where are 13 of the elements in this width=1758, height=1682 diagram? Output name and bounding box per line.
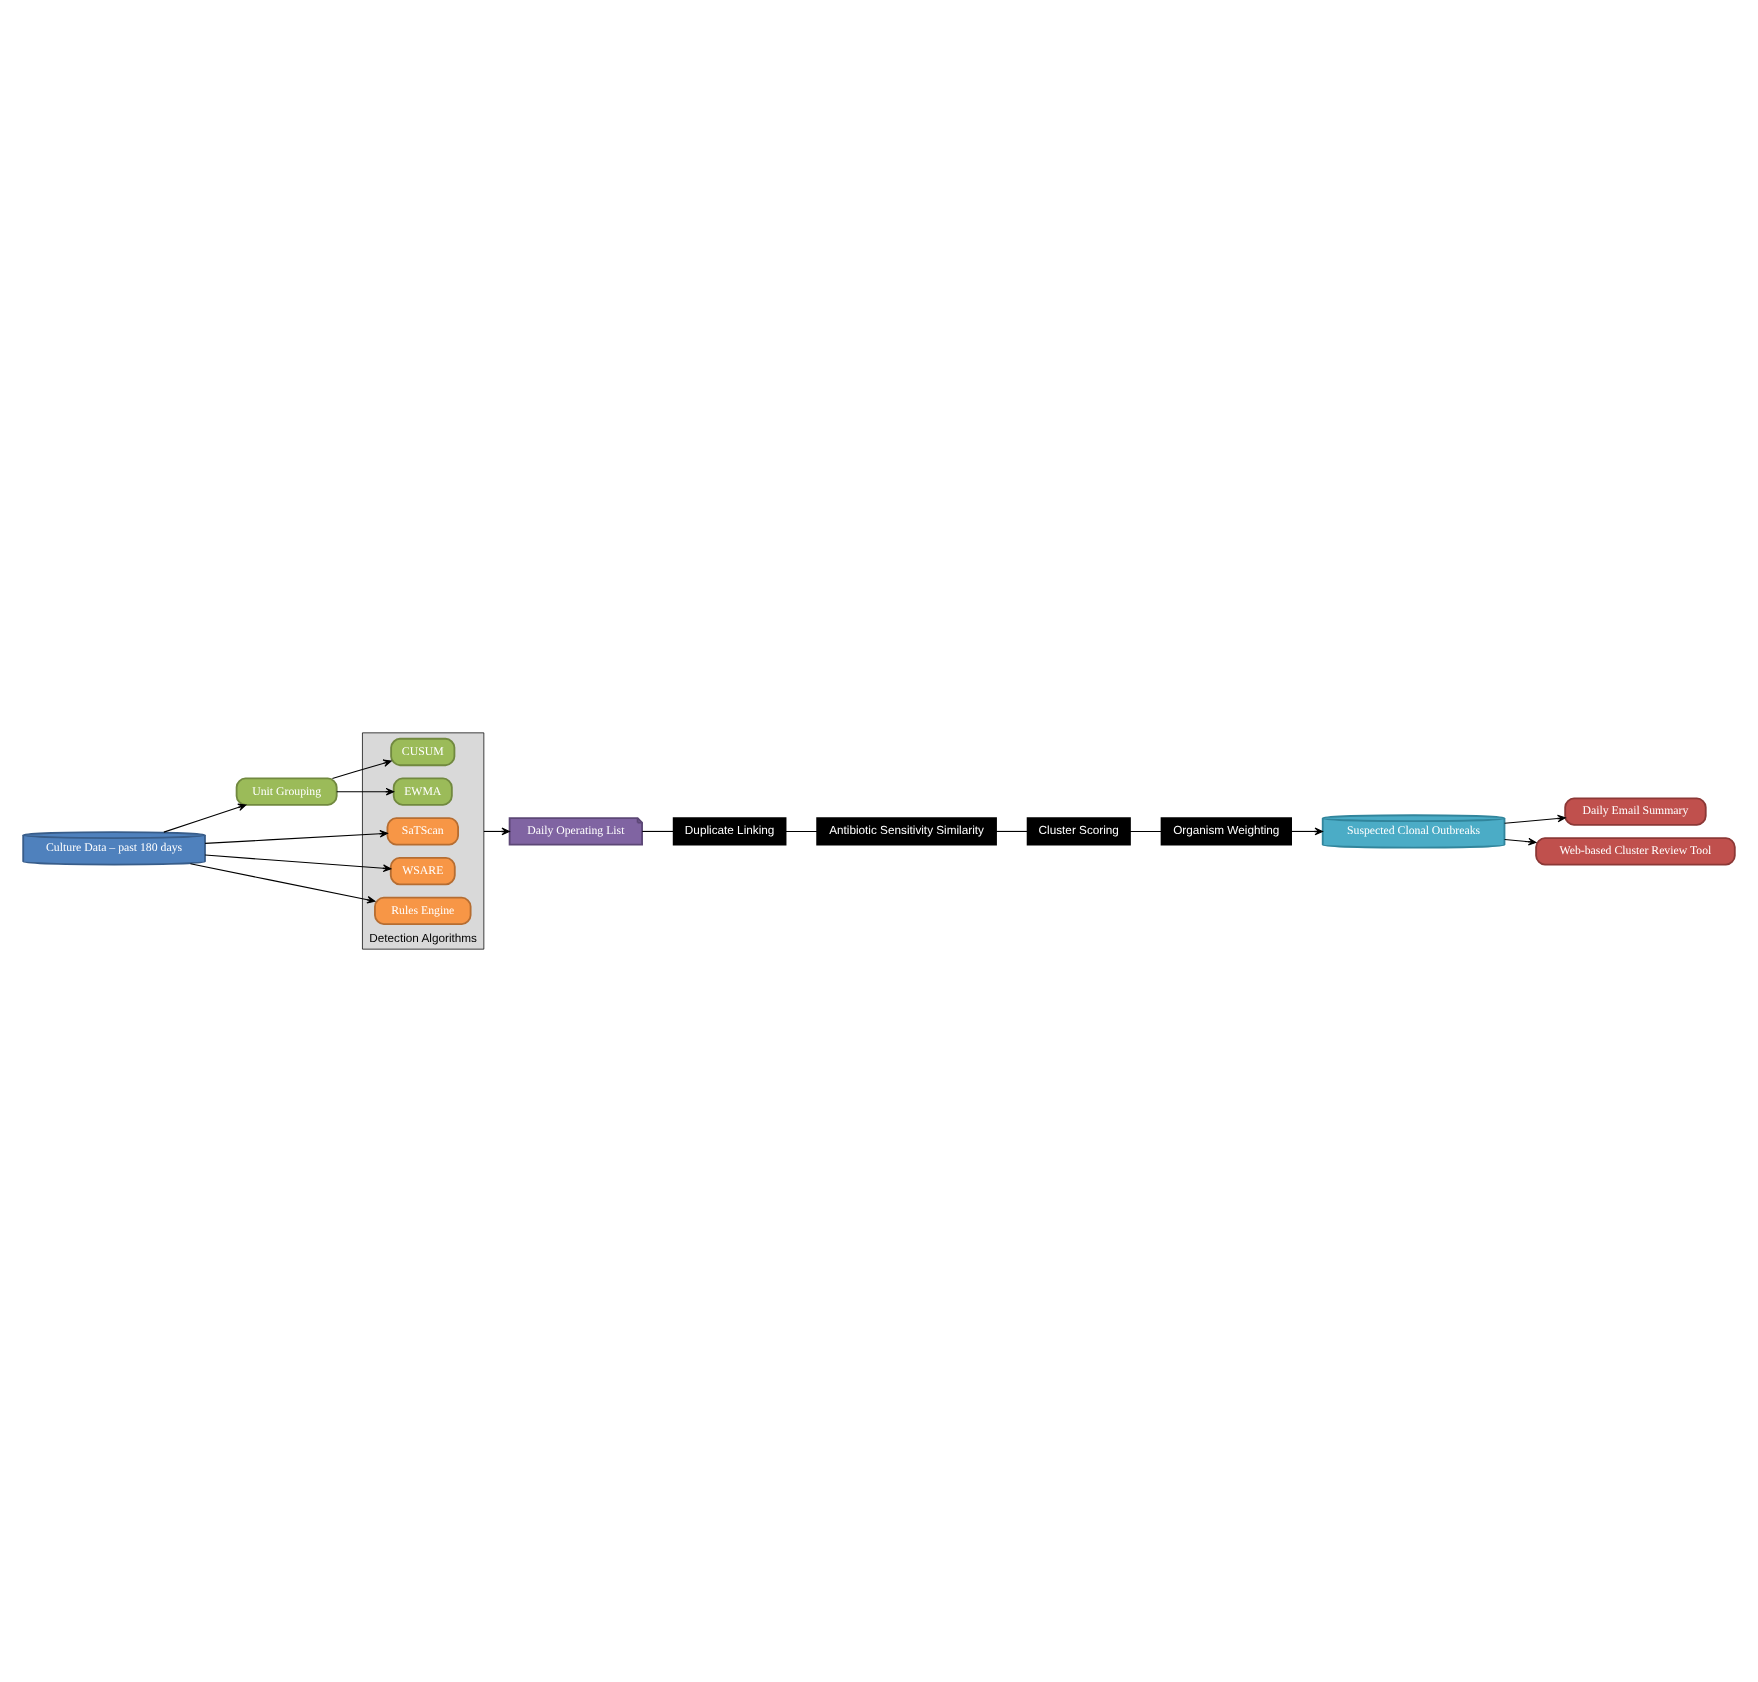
- arrow: [1290, 827, 1323, 836]
- arrow: [1504, 814, 1566, 824]
- connector: [1129, 830, 1162, 832]
- arrow: [331, 759, 392, 779]
- arrow: [204, 854, 392, 873]
- arrow: [163, 803, 247, 833]
- arrow: [336, 787, 395, 796]
- arrow: [204, 829, 388, 844]
- connector: [785, 830, 818, 832]
- arrow: [1504, 837, 1537, 846]
- connector: [995, 830, 1029, 832]
- connector: [641, 830, 675, 832]
- arrow: [189, 863, 376, 904]
